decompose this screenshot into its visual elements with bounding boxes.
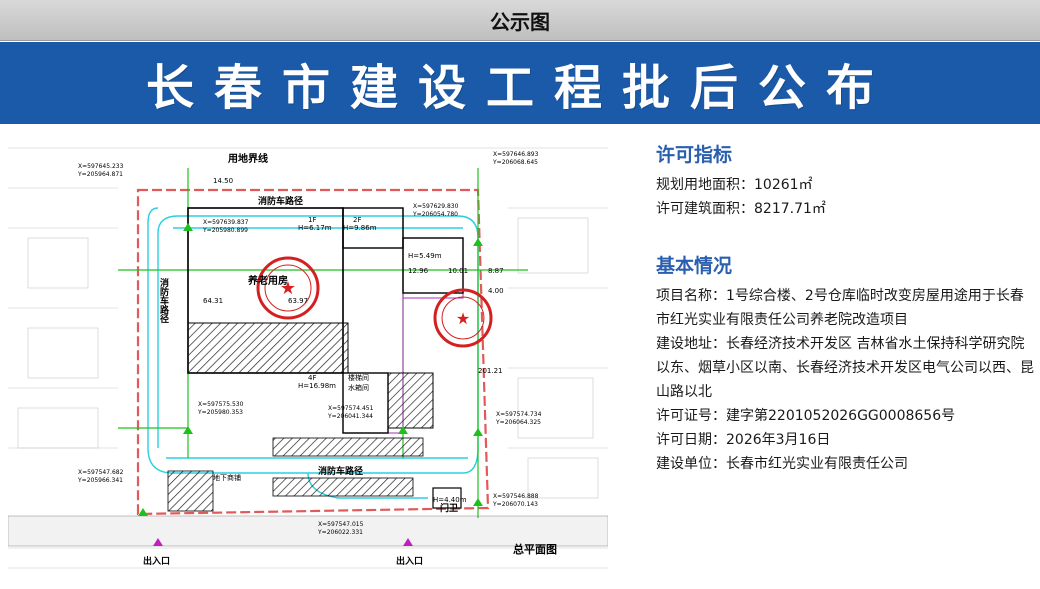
dim-201: 201.21	[478, 367, 503, 375]
underground-label: 地下商铺	[213, 473, 241, 482]
coord-c-x: X=597575.530	[198, 401, 244, 408]
builder: 建设单位：长春市红光实业有限责任公司	[656, 456, 908, 472]
coord-d-y: Y=206041.344	[327, 413, 373, 420]
coord-tl-x: X=597645.233	[78, 163, 124, 170]
height-5: H=4.40m	[433, 496, 467, 504]
plan-caption: 总平面图	[513, 542, 557, 556]
banner-title: 长春市建设工程批后公布	[145, 60, 894, 116]
permit-date: 许可日期：2026年3月16日	[656, 432, 831, 448]
permit-number: 许可证号：建字第2201052026GG0008656号	[656, 408, 956, 424]
coord-tr-x: X=597646.893	[493, 151, 539, 158]
coord-bm-y: Y=206022.331	[317, 529, 363, 536]
coord-br-x: X=597546.888	[493, 493, 539, 500]
dim-64: 64.31	[203, 297, 223, 305]
banner: 长春市建设工程批后公布	[0, 42, 1040, 124]
tank-label: 水箱间	[348, 383, 369, 392]
stair-label: 楼梯间	[348, 373, 369, 382]
stair-building	[342, 372, 389, 434]
basic-heading: 基本情况	[656, 255, 733, 277]
floors-1f: 1F	[308, 216, 316, 224]
site-plan: ★ ★ 用地界线 消防车路径 消防车路径 养老用房 总平面图	[8, 128, 608, 585]
hatched-zone-5	[167, 470, 214, 512]
dim-8: 8.87	[488, 267, 504, 275]
hatched-zone-4	[272, 477, 414, 497]
indicators-heading: 许可指标	[656, 144, 733, 166]
building-2f	[342, 207, 404, 249]
marker-triangles	[138, 223, 483, 516]
height-1: H=6.17m	[298, 224, 332, 232]
height-4: H=16.98m	[298, 382, 336, 390]
site-boundary	[136, 188, 490, 516]
coord-bm-x: X=597547.015	[318, 521, 364, 528]
svg-text:★: ★	[456, 309, 470, 328]
header-title: 公示图	[490, 9, 550, 34]
entrance-markers	[153, 538, 413, 546]
building-area: 许可建筑面积：8217.71㎡	[656, 201, 826, 217]
fire-road	[147, 207, 479, 499]
coord-br-y: Y=206070.143	[492, 501, 538, 508]
dim-63: 63.97	[288, 297, 308, 305]
floors-4f: 4F	[308, 374, 316, 382]
info-panel: 许可指标 规划用地面积：10261㎡ 许可建筑面积：8217.71㎡ 基本情况 …	[656, 140, 1036, 476]
coord-b-x: X=597629.830	[413, 203, 459, 210]
dim-10: 10.01	[448, 267, 468, 275]
land-area: 规划用地面积：10261㎡	[656, 177, 813, 193]
building-1f	[402, 237, 464, 294]
coord-e-y: Y=206064.325	[495, 419, 541, 426]
project-name: 项目名称：1号综合楼、2号仓库临时改变房屋用途用于长春市红光实业有限责任公司养老…	[656, 288, 1024, 328]
floors-2f: 2F	[353, 216, 361, 224]
gate-label: 门卫	[440, 502, 458, 514]
spacer	[656, 221, 1036, 251]
coord-tl-y: Y=205964.871	[77, 171, 123, 178]
entrance-right: 出入口	[396, 555, 423, 567]
svg-text:★: ★	[280, 278, 296, 299]
stamp-right: ★	[433, 288, 493, 348]
height-2: H=9.86m	[343, 224, 377, 232]
gate-house	[432, 487, 462, 509]
coord-bl-y: Y=205966.341	[77, 477, 123, 484]
coord-e-x: X=597574.734	[496, 411, 542, 418]
coord-a-y: Y=205980.899	[202, 227, 248, 234]
fire-road-left: 消防车路径	[158, 277, 169, 324]
site-plan-drawing: ★ ★ 用地界线 消防车路径 消防车路径 养老用房 总平面图	[8, 128, 608, 585]
hatched-zone-3	[272, 437, 424, 457]
coord-tr-y: Y=206068.645	[492, 159, 538, 166]
coord-c-y: Y=205980.353	[197, 409, 243, 416]
fire-road-bottom: 消防车路径	[318, 465, 363, 477]
road-band	[8, 515, 608, 547]
context-lines	[8, 147, 608, 569]
height-3: H=5.49m	[408, 252, 442, 260]
coord-b-y: Y=206054.780	[412, 211, 458, 218]
dim-14: 14.50	[213, 177, 233, 185]
project-address: 建设地址：长春经济技术开发区 吉林省水土保持科学研究院以东、烟草小区以南、长春经…	[656, 336, 1034, 400]
coord-bl-x: X=597547.682	[78, 469, 124, 476]
hatched-zone-2	[387, 372, 434, 429]
coord-d-x: X=597574.451	[328, 405, 374, 412]
north-label: 用地界线	[227, 152, 268, 165]
dim-12: 12.96	[408, 267, 429, 275]
coord-a-x: X=597639.837	[203, 219, 249, 226]
elderly-house-label: 养老用房	[247, 274, 288, 287]
dim-4: 4.00	[488, 287, 504, 295]
fire-road-top: 消防车路径	[258, 195, 303, 207]
stamp-left: ★	[256, 256, 320, 320]
entrance-left: 出入口	[143, 555, 170, 567]
hatched-zone-1	[187, 322, 349, 374]
header-bar: 公示图	[0, 0, 1040, 41]
